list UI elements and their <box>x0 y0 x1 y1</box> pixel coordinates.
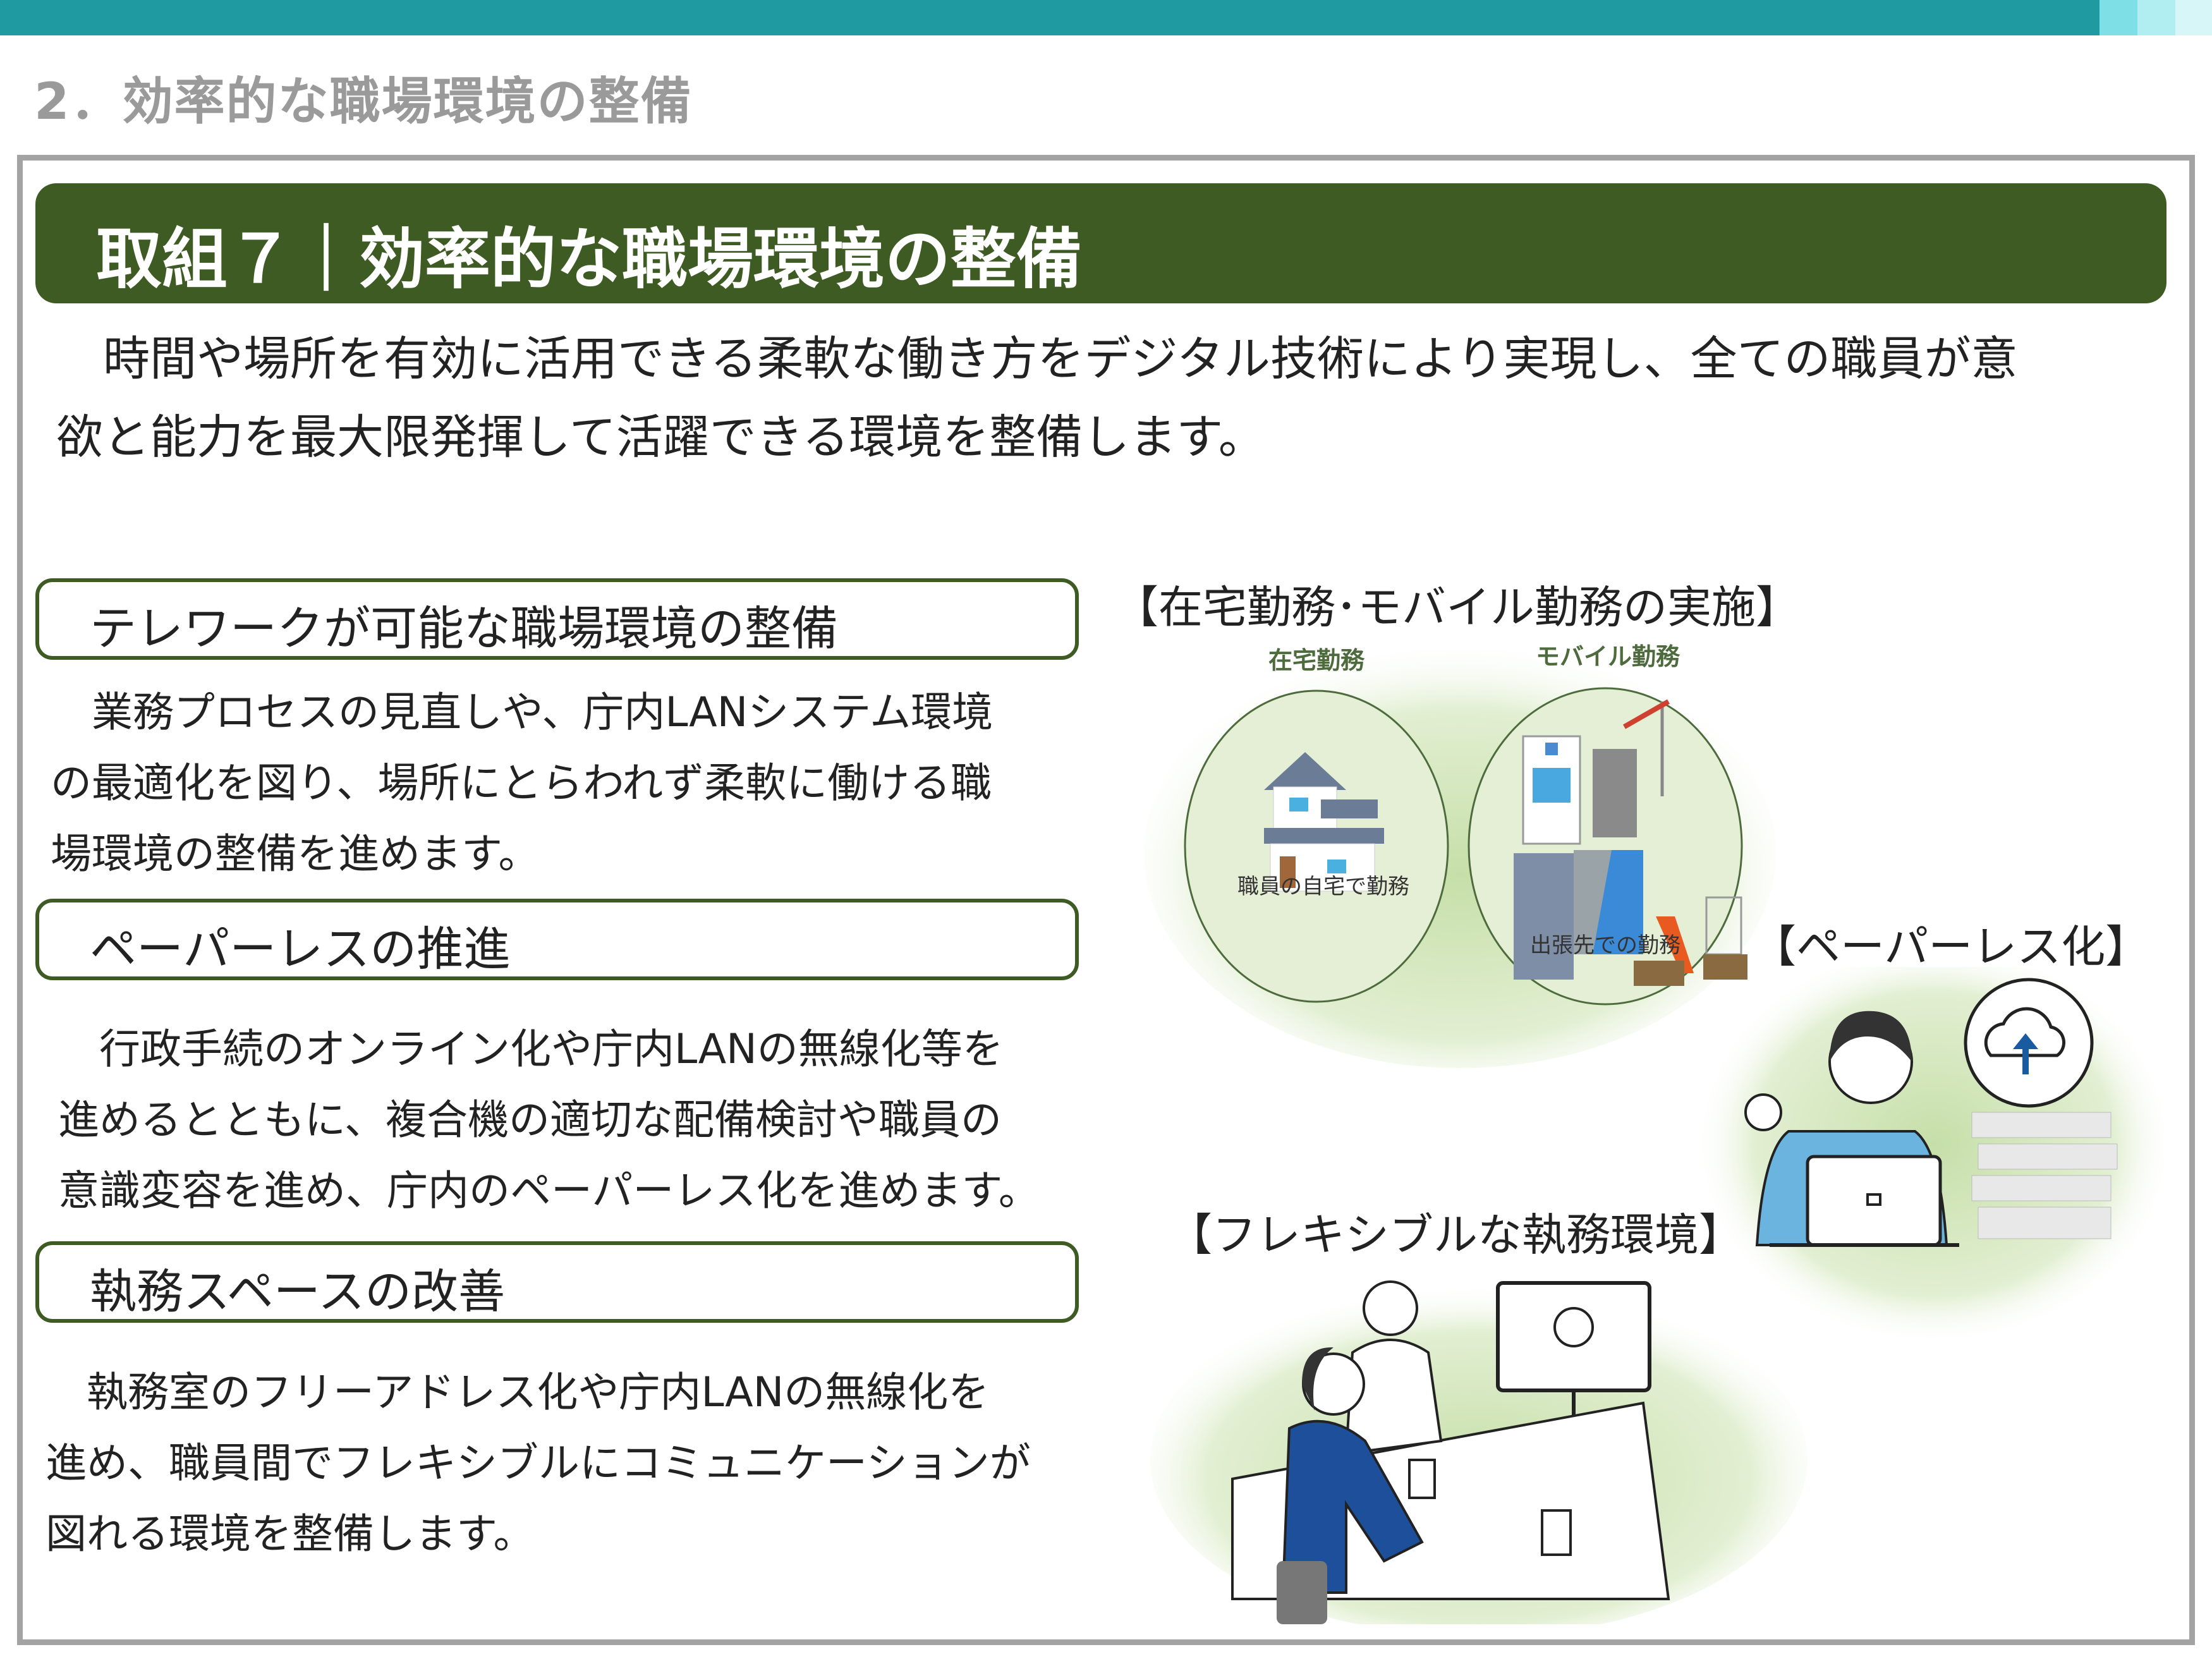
mobile-work-caption: 出張先での勤務 <box>1530 933 1680 958</box>
content-frame <box>17 155 2195 1645</box>
section-body-paperless: 行政手続のオンライン化や庁内LANの無線化等を 進めるとともに、複合機の適切な配… <box>58 1014 1120 1227</box>
cloud-upload-icon <box>1964 978 2094 1108</box>
home-work-label: 在宅勤務 <box>1268 647 1365 674</box>
house-icon <box>1264 752 1384 892</box>
section-heading-paperless: ペーパーレスの推進 <box>35 899 1079 980</box>
section-title: 2．効率的な職場環境の整備 <box>34 72 693 131</box>
section-heading-label: テレワークが可能な職場環境の整備 <box>90 602 838 656</box>
body-line: 業務プロセスの見直しや、庁内LANシステム環境 <box>51 689 994 736</box>
body-line: 進め、職員間でフレキシブルにコミュニケーションが <box>46 1440 1031 1487</box>
section-body-telework: 業務プロセスの見直しや、庁内LANシステム環境 の最適化を図り、場所にとらわれず… <box>51 678 1112 890</box>
body-line: 執務室のフリーアドレス化や庁内LANの無線化を <box>46 1369 990 1416</box>
paper-stack-icon <box>1971 1112 2118 1239</box>
intro-line: 時間や場所を有効に活用できる柔軟な働き方をデジタル技術により実現し、全ての職員が… <box>56 332 2018 386</box>
meeting-scene-icon <box>1231 1280 1670 1624</box>
flexible-workspace-illustration <box>1150 1280 1808 1624</box>
remote-work-illustration: 在宅勤務 モバイル勤務 職員の自宅で勤務 出張先での勤務 <box>1144 638 1776 1068</box>
initiative-title: 取組７｜効率的な職場環境の整備 <box>96 221 1083 298</box>
initiative-header <box>35 183 2166 303</box>
body-line: 意識変容を進め、庁内のペーパーレス化を進めます。 <box>58 1167 1040 1215</box>
paperless-illustration <box>1694 967 2174 1346</box>
section-body-workspace: 執務室のフリーアドレス化や庁内LANの無線化を 進め、職員間でフレキシブルにコミ… <box>46 1358 1107 1570</box>
body-line: 場環境の整備を進めます。 <box>51 830 540 878</box>
top-accent-block <box>2100 0 2137 35</box>
top-accent-bar <box>0 0 2100 35</box>
top-accent-block <box>2175 0 2212 35</box>
top-accent-block <box>2137 0 2175 35</box>
section-heading-workspace: 執務スペースの改善 <box>35 1241 1079 1323</box>
home-work-caption: 職員の自宅で勤務 <box>1237 874 1409 899</box>
section-heading-telework: テレワークが可能な職場環境の整備 <box>35 578 1079 660</box>
body-line: の最適化を図り、場所にとらわれず柔軟に働ける職 <box>51 760 992 807</box>
body-line: 図れる環境を整備します。 <box>46 1510 535 1558</box>
section-heading-label: ペーパーレスの推進 <box>90 922 511 976</box>
body-line: 進めるとともに、複合機の適切な配備検討や職員の <box>58 1097 1002 1144</box>
paperless-caption: 【ペーパーレス化】 <box>1752 921 2150 973</box>
woman-with-laptop-icon <box>1744 1011 1959 1247</box>
mobile-work-label: モバイル勤務 <box>1536 643 1680 671</box>
remote-work-caption: 【在宅勤務･モバイル勤務の実施】 <box>1114 581 1800 633</box>
section-heading-label: 執務スペースの改善 <box>90 1265 506 1319</box>
mobile-work-places-icon <box>1514 699 1747 986</box>
intro-line: 欲と能力を最大限発揮して活躍できる環境を整備します。 <box>56 410 1265 465</box>
body-line: 行政手続のオンライン化や庁内LANの無線化等を <box>58 1026 1004 1073</box>
flexible-workspace-caption: 【フレキシブルな執務環境】 <box>1168 1209 1743 1261</box>
